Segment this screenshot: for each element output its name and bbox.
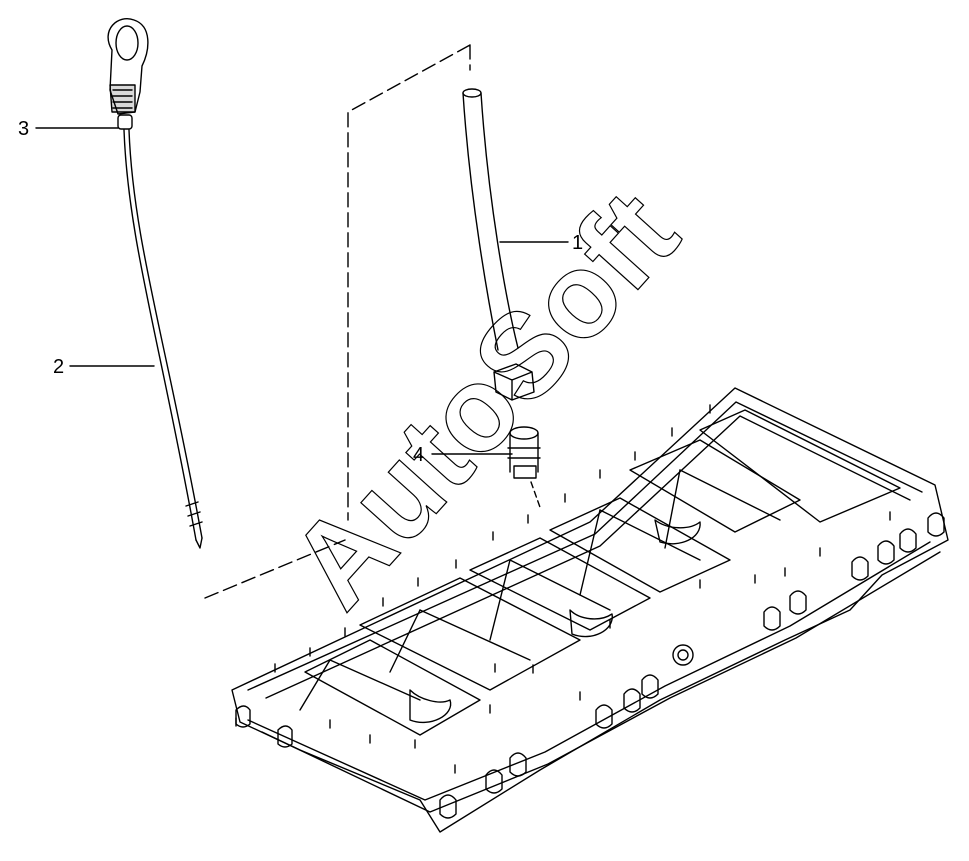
callout-3: 3 (18, 118, 29, 140)
oil-pan-assembly (231, 387, 949, 833)
pan-bay (549, 497, 731, 593)
adapter-fitting (507, 426, 542, 511)
watermark: AutoSoft (265, 166, 703, 632)
dipstick-handle-eye (115, 25, 139, 61)
tube-top-opening (462, 88, 482, 98)
callout-1: 1 (572, 232, 583, 254)
side-bosses (235, 512, 945, 819)
pan-bay (699, 409, 901, 523)
dipstick-oring (117, 114, 133, 130)
callout-2: 2 (53, 356, 64, 378)
dipstick-handle (107, 18, 149, 115)
dipstick-grip (109, 84, 136, 113)
pan-bay (629, 439, 801, 533)
dipstick-rod (123, 129, 203, 541)
tube-nut (493, 363, 535, 401)
pan-bay (359, 577, 581, 691)
dipstick-guide-tube (462, 88, 535, 401)
oil-pan-outline (231, 387, 949, 833)
callout-4: 4 (413, 444, 424, 466)
dipstick (107, 18, 203, 549)
pan-bay (469, 537, 651, 631)
assembly-dashed-line (204, 44, 471, 599)
tube-body (462, 92, 519, 351)
pan-bay (304, 639, 481, 736)
